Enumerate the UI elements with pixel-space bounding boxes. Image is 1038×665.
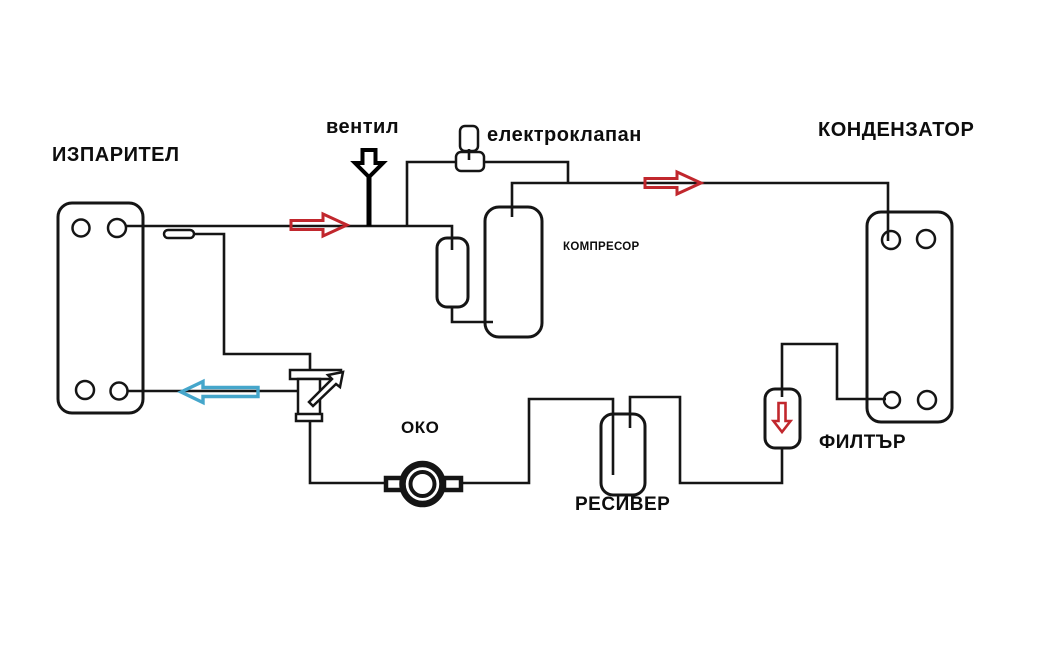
compressor-label: КОМПРЕСОР [563,241,640,253]
suction-line [125,224,454,250]
accumulator-to-compressor-line [450,307,493,324]
receiver-label: РЕСИВЕР [575,494,671,515]
sensing-bulb [162,228,196,240]
condenser-outline [865,210,954,424]
sightglass-to-valve-line [308,420,385,485]
condenser-to-filter-line [780,342,886,401]
receiver-outlet-line [462,397,615,485]
valve-label: вентил [326,116,400,138]
condenser-port [915,228,937,250]
evaporator-outline [56,201,145,415]
compressor-outline [483,205,544,339]
sight-glass-label: ОКО [401,418,440,437]
solenoid-valve [454,124,486,173]
evaporator [56,201,145,415]
solenoid-outlet-line [484,160,570,183]
solenoid-coil [458,124,480,153]
sight-glass-flange [441,475,464,493]
flow-arrow-discharge-icon [643,169,705,197]
receiver-vessel [599,412,647,497]
condenser [865,210,954,424]
solenoid-branch-line [405,160,456,226]
discharge-line [510,181,890,241]
expansion-valve-arrow [307,370,345,408]
sight-glass-lens [408,470,437,498]
solenoid-valve-label: електроклапан [487,124,642,146]
evaporator-port [109,381,129,401]
evaporator-port [106,217,128,239]
evaporator-port [71,218,91,238]
expansion-valve [288,368,345,423]
flow-arrow-filter-icon [770,401,794,435]
condenser-port [882,390,902,410]
condenser-port [880,229,902,251]
evaporator-port [74,379,96,401]
valve-down-arrow-icon [350,148,388,180]
filter-label: ФИЛТЪР [819,432,907,453]
flow-arrow-liquid-icon [177,378,260,406]
capillary-line [193,232,312,374]
flow-arrow-suction-icon [289,211,351,239]
service-valve [350,148,388,226]
evaporator-label: ИЗПАРИТЕЛ [52,144,180,166]
filter-to-receiver-line [628,395,784,485]
condenser-label: КОНДЕНЗАТОР [818,119,975,141]
condenser-port [916,389,938,411]
sight-glass [383,460,464,508]
expansion-valve-bottom-flange [294,412,324,423]
